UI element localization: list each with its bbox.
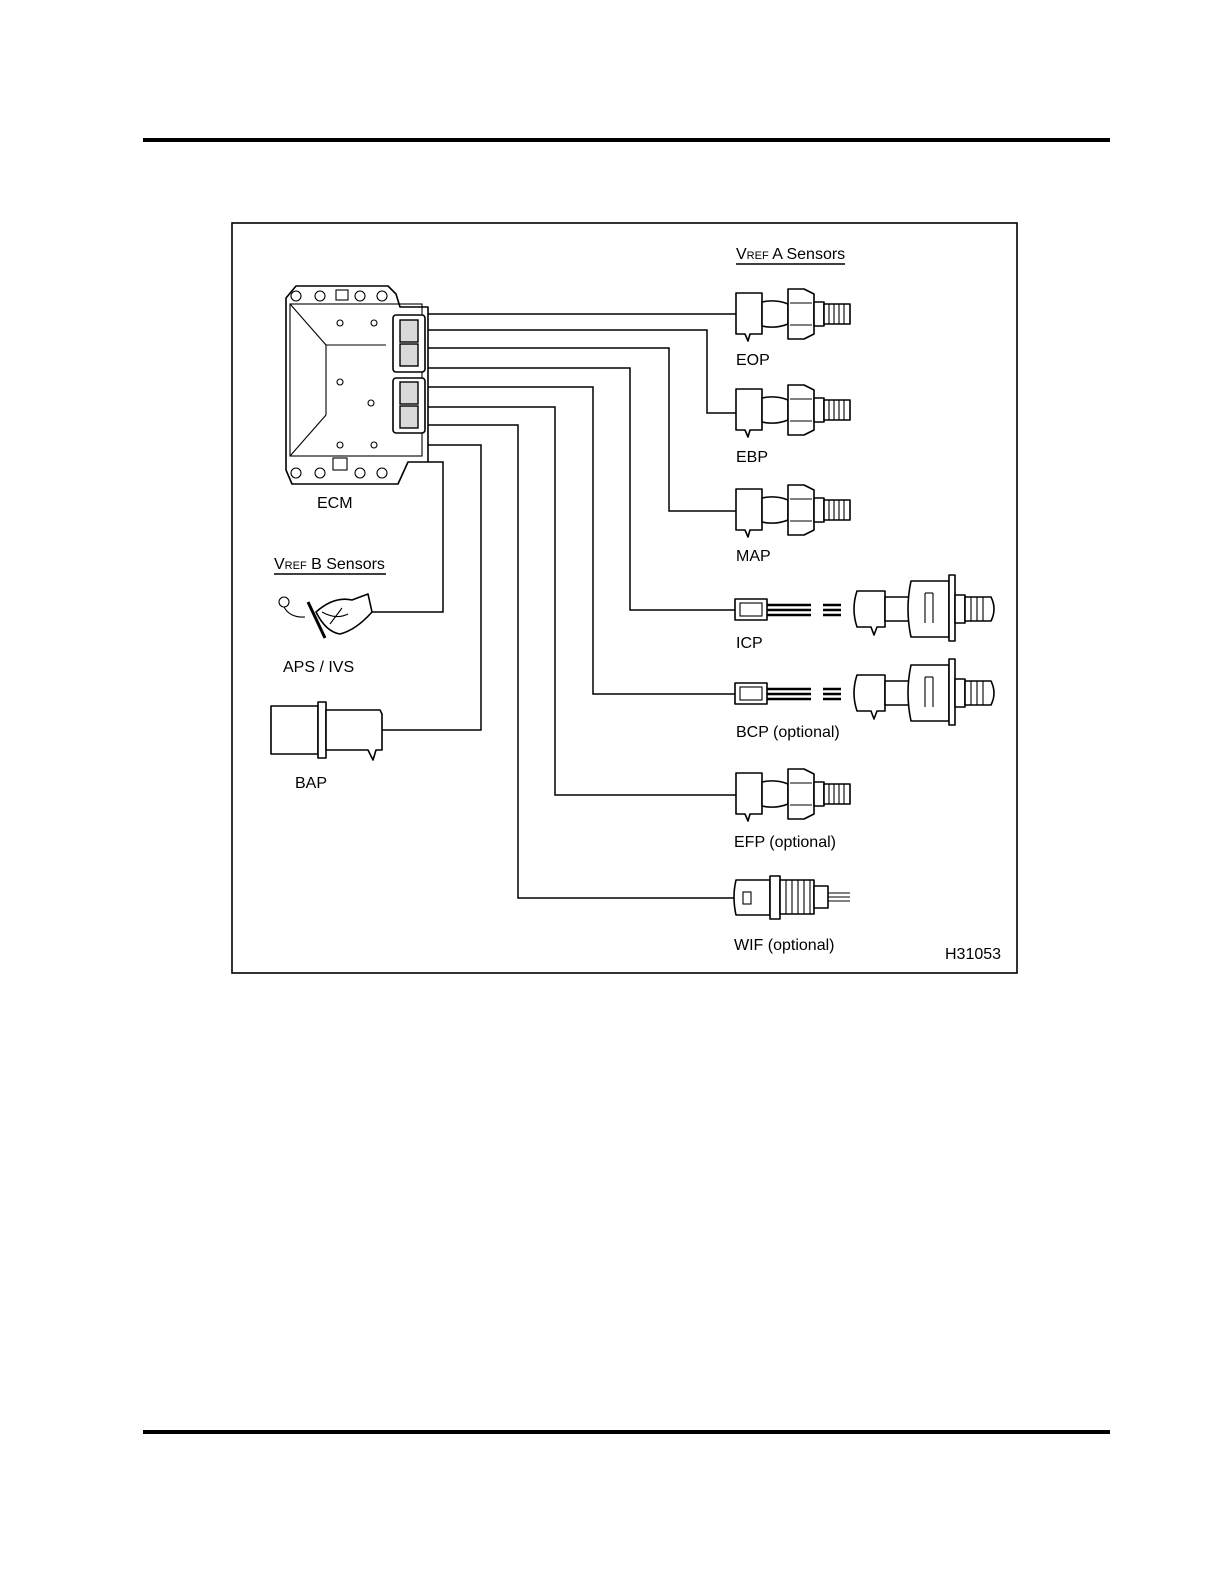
ecm-label: ECM bbox=[317, 495, 353, 512]
efp-label: EFP (optional) bbox=[734, 834, 836, 851]
ecm-module bbox=[286, 286, 428, 484]
icp-label: ICP bbox=[736, 635, 763, 652]
wif-label: WIF (optional) bbox=[734, 937, 834, 954]
aps-ivs-label: APS / IVS bbox=[283, 659, 354, 676]
bcp-label: BCP (optional) bbox=[736, 724, 840, 741]
eop-label: EOP bbox=[736, 352, 770, 369]
figure-id: H31053 bbox=[945, 946, 1001, 963]
bap-label: BAP bbox=[295, 775, 327, 792]
ebp-label: EBP bbox=[736, 449, 768, 466]
map-label: MAP bbox=[736, 548, 771, 565]
